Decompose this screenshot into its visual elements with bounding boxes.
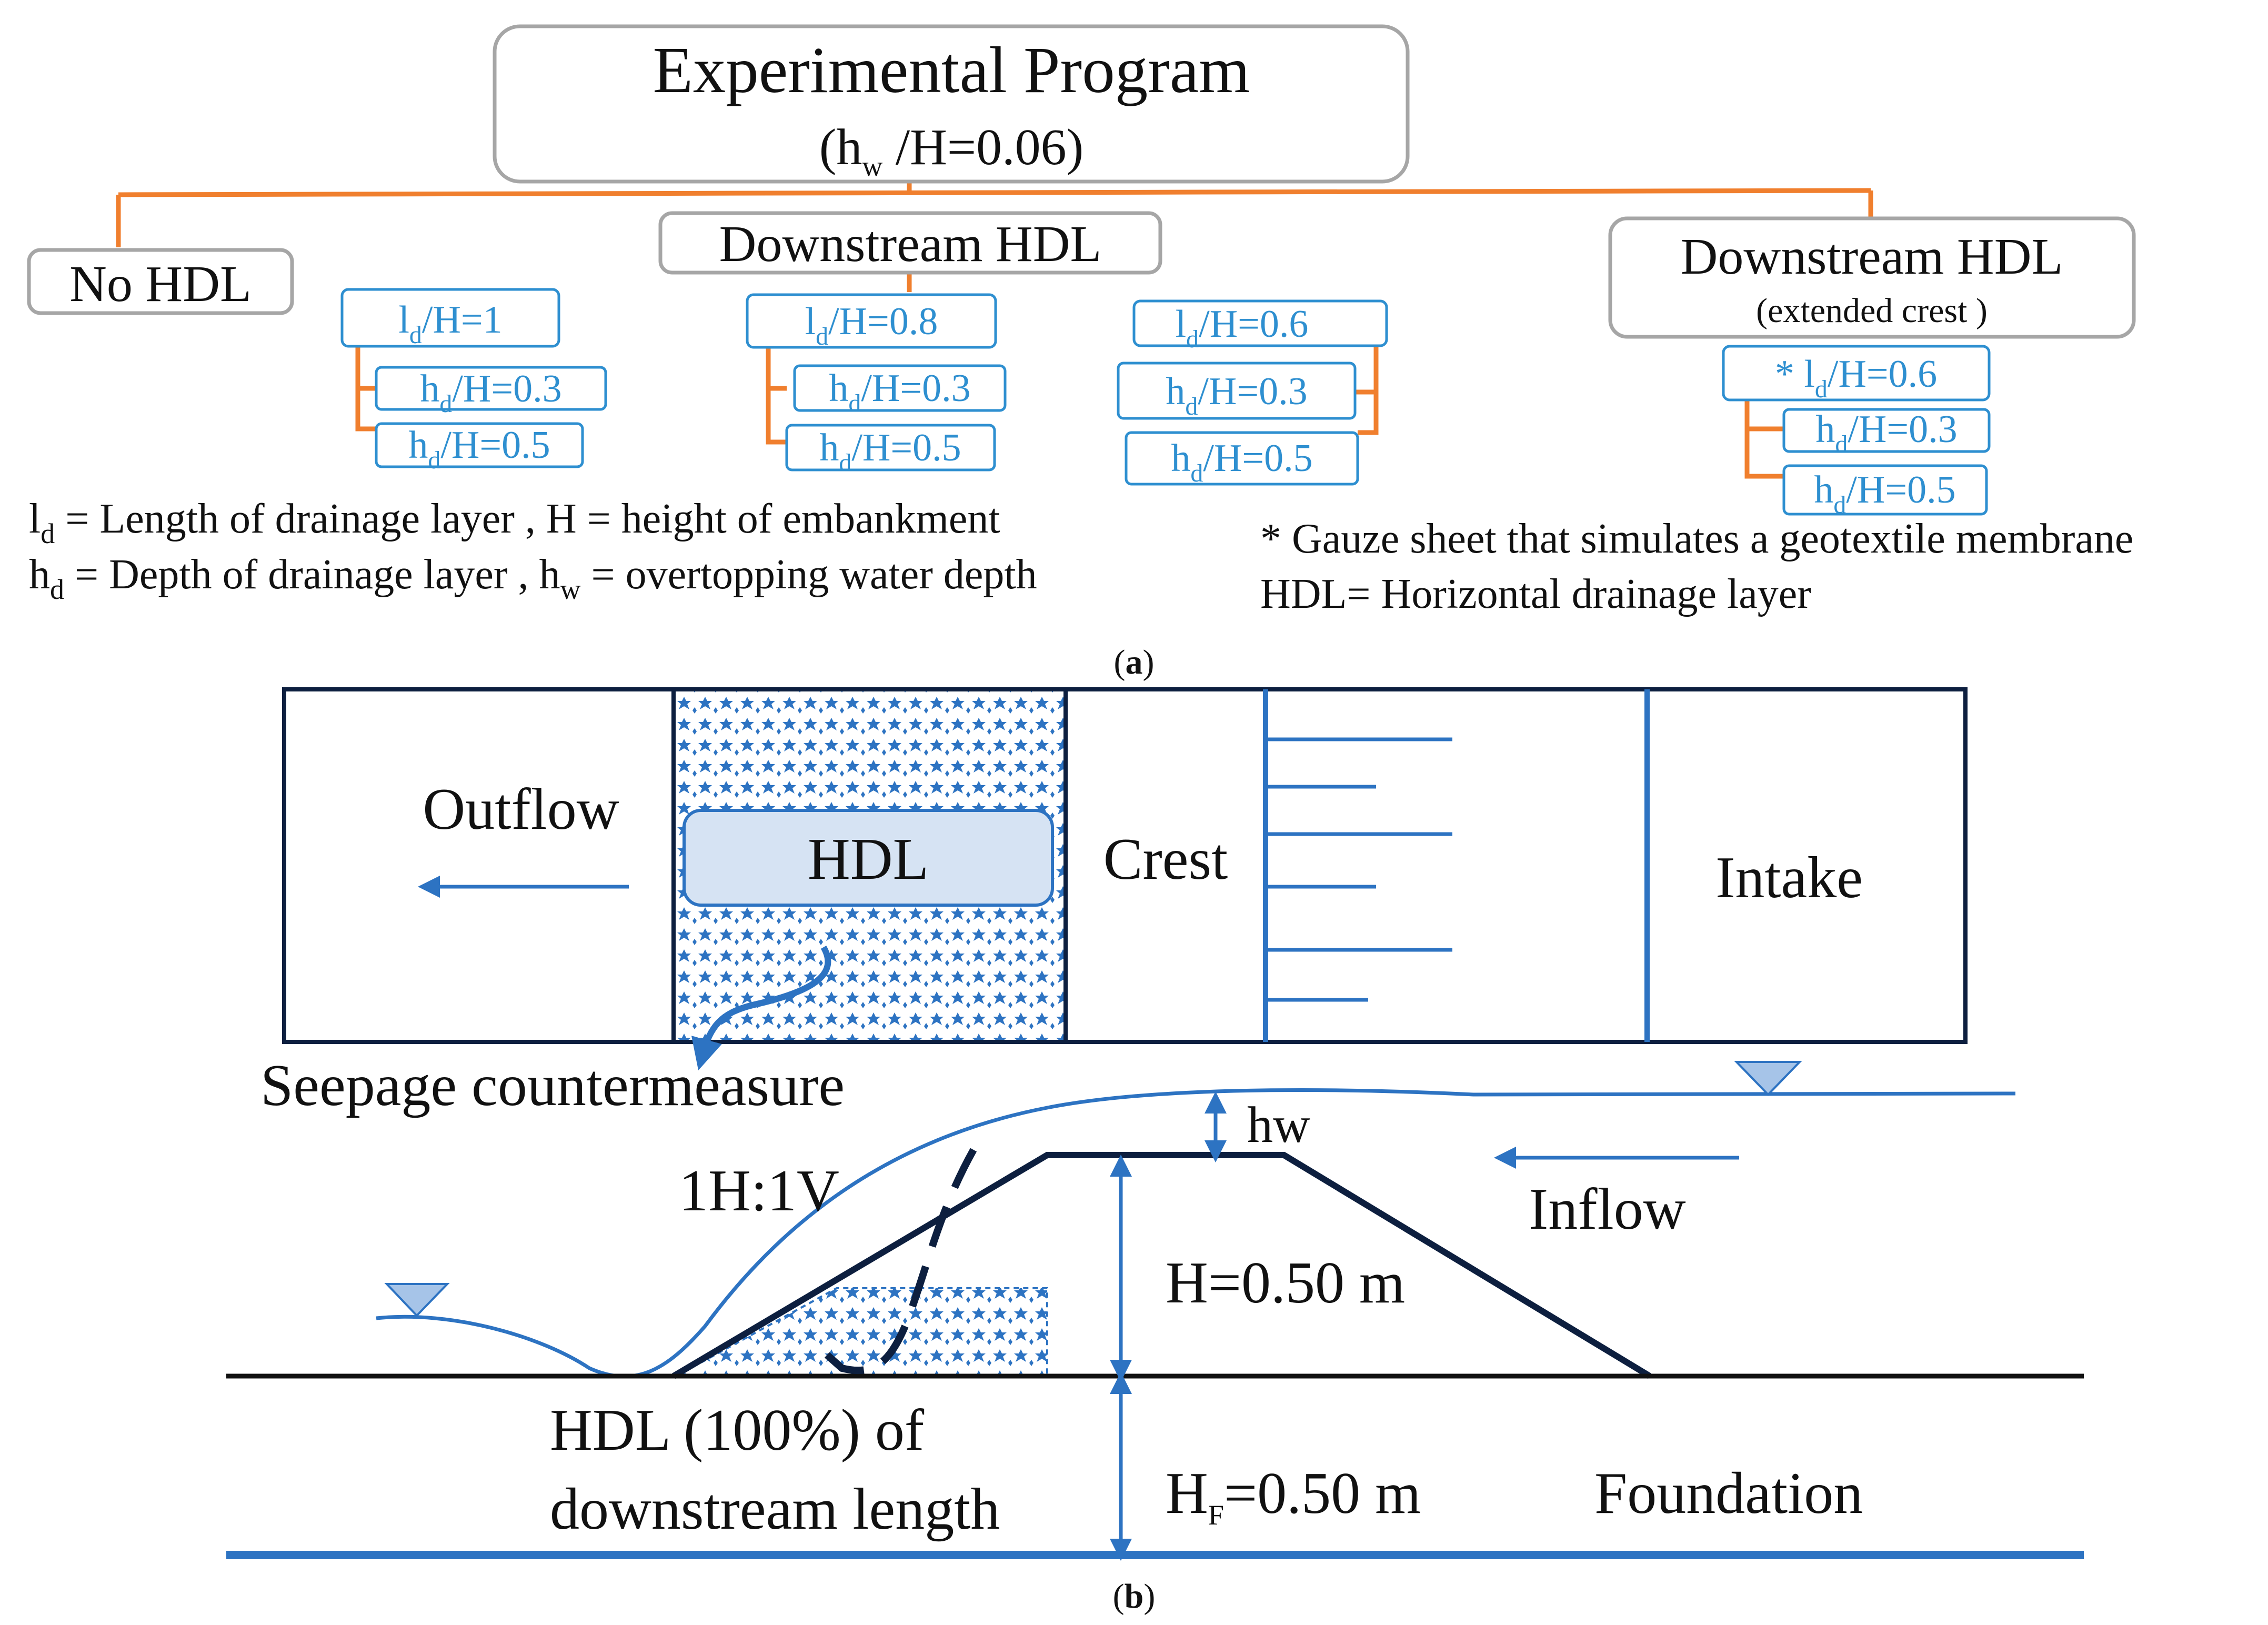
hdl-note-line-2: downstream length bbox=[550, 1477, 1000, 1542]
seepage-arrow bbox=[691, 945, 831, 1070]
group-ld-2: ld/H=0.8 hd/H=0.3 hd/H=0.5 bbox=[746, 293, 1007, 477]
crest-label: Crest bbox=[1103, 827, 1228, 892]
tree-connectors bbox=[116, 182, 1873, 479]
caption-a: (a) bbox=[1114, 643, 1155, 681]
downstream-hdl-label: Downstream HDL bbox=[719, 216, 1102, 273]
embankment-outline bbox=[671, 1152, 1652, 1379]
hd-label: hd/H=0.5 bbox=[1171, 437, 1312, 487]
plan-outline bbox=[282, 687, 1968, 1044]
foundation-label: Foundation bbox=[1594, 1461, 1863, 1526]
ld-label: * ld/H=0.6 bbox=[1775, 353, 1937, 403]
extended-crest-box: Downstream HDL (extended crest ) bbox=[1608, 216, 2136, 339]
experimental-program-subtitle: (hw /H=0.06) bbox=[819, 119, 1084, 182]
downstream-hdl-box: Downstream HDL bbox=[658, 211, 1162, 275]
section-hdl bbox=[676, 1287, 1048, 1377]
legend-line-2: hd = Depth of drainage layer , hw = over… bbox=[29, 551, 1037, 605]
hd-label: hd/H=0.3 bbox=[420, 367, 561, 418]
hdl-label-box bbox=[683, 809, 1054, 907]
seepage-label: Seepage countermeasure bbox=[260, 1053, 845, 1118]
hd-label: hd/H=0.3 bbox=[1815, 408, 1957, 458]
group-ld-4: * ld/H=0.6 hd/H=0.3 hd/H=0.5 bbox=[1722, 345, 1991, 519]
extended-crest-subtitle: (extended crest ) bbox=[1756, 292, 1988, 330]
cross-section: Seepage countermeasure hw 1H:1V Inflow H… bbox=[226, 1053, 2084, 1616]
extended-crest-title: Downstream HDL bbox=[1681, 228, 2063, 285]
hd-label: hd/H=0.3 bbox=[1166, 370, 1307, 420]
no-hdl-label: No HDL bbox=[69, 256, 252, 313]
hd-label: hd/H=0.5 bbox=[819, 426, 961, 477]
flow-ticks bbox=[1266, 737, 1452, 1002]
ld-label: ld/H=1 bbox=[398, 298, 502, 349]
caption-b: (b) bbox=[1113, 1577, 1156, 1616]
group-ld-3: ld/H=0.6 hd/H=0.3 hd/H=0.5 bbox=[1117, 299, 1388, 487]
legend-line-1: ld = Length of drainage layer , H = heig… bbox=[29, 496, 1000, 549]
experimental-program-tree: Experimental Program (hw /H=0.06) No HDL… bbox=[27, 24, 2136, 681]
hd-label: hd/H=0.5 bbox=[408, 424, 550, 474]
group-ld-1: ld/H=1 hd/H=0.3 hd/H=0.5 bbox=[340, 288, 607, 474]
hd-label: hd/H=0.3 bbox=[829, 367, 970, 417]
hd-label: hd/H=0.5 bbox=[1814, 468, 1955, 519]
upstream-water-mark bbox=[1734, 1061, 1802, 1096]
legend-gauze-note: * Gauze sheet that simulates a geotextil… bbox=[1260, 516, 2133, 562]
experimental-program-box: Experimental Program (hw /H=0.06) bbox=[493, 24, 1410, 184]
hdl-note-line-1: HDL (100%) of bbox=[550, 1398, 925, 1463]
outflow-label: Outflow bbox=[423, 777, 619, 842]
no-hdl-box: No HDL bbox=[27, 248, 294, 315]
inflow-label: Inflow bbox=[1529, 1177, 1686, 1242]
legend-hdl-note: HDL= Horizontal drainage layer bbox=[1260, 571, 1811, 617]
foundation-height-label: HF=0.50 m bbox=[1166, 1461, 1421, 1531]
plan-view: HDL Outflow Crest Intake bbox=[282, 687, 1968, 1070]
water-surface bbox=[376, 1088, 2016, 1379]
hdl-label: HDL bbox=[808, 827, 929, 892]
ld-label: ld/H=0.8 bbox=[805, 300, 938, 350]
intake-label: Intake bbox=[1715, 845, 1863, 910]
downstream-water-mark bbox=[384, 1283, 450, 1317]
hw-label: hw bbox=[1247, 1097, 1310, 1153]
experimental-program-title: Experimental Program bbox=[653, 34, 1250, 107]
slope-label: 1H:1V bbox=[679, 1158, 839, 1223]
height-label: H=0.50 m bbox=[1166, 1250, 1405, 1316]
ld-label: ld/H=0.6 bbox=[1176, 303, 1309, 353]
